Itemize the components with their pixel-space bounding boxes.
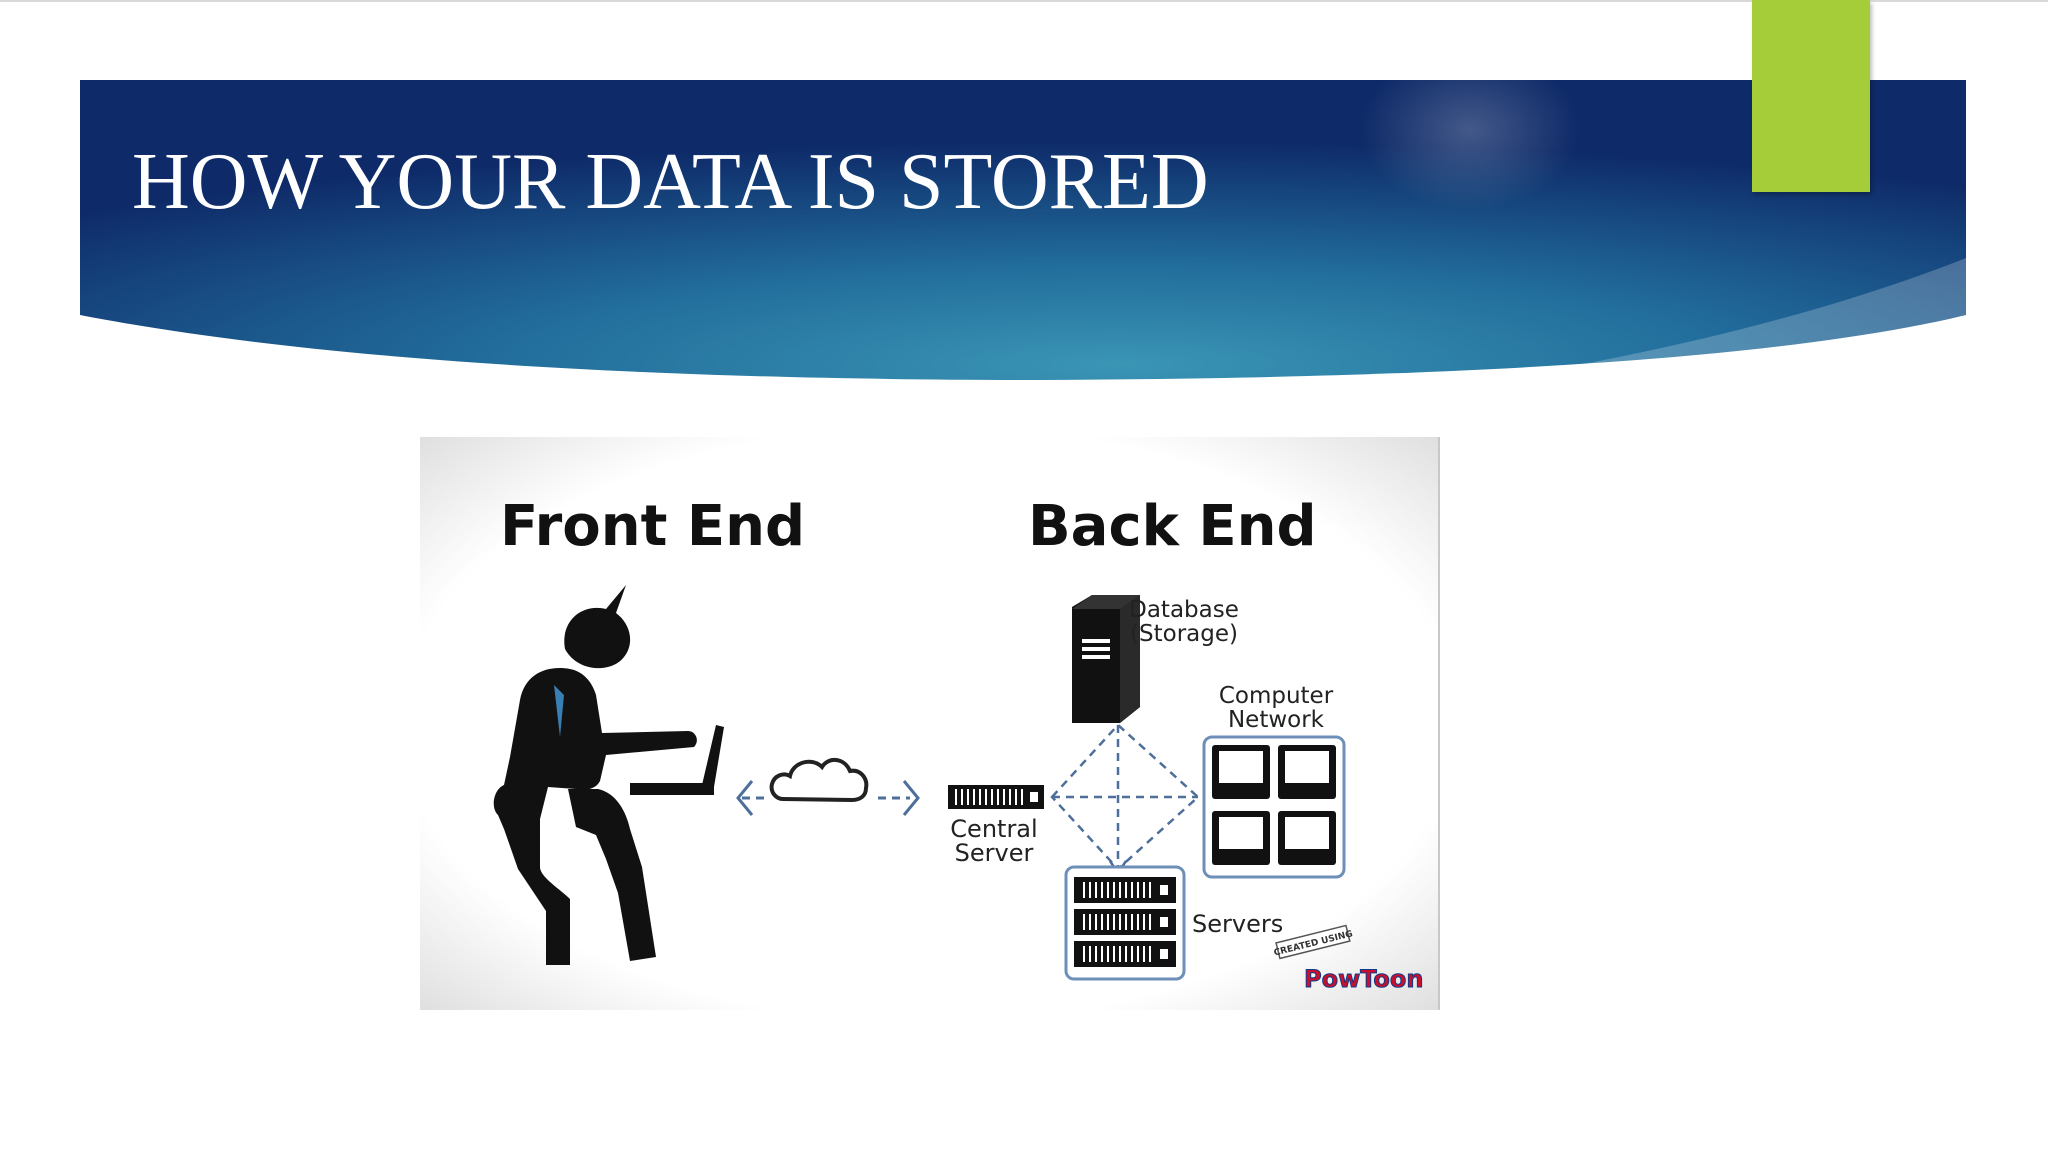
central-server-label-line1: Central: [950, 815, 1037, 843]
person-at-laptop-icon: [493, 585, 724, 965]
backend-connection-lines: [1050, 723, 1200, 871]
top-edge-line: [0, 0, 2048, 2]
arrow-left-icon: [736, 780, 754, 816]
front-back-end-diagram: Front End Back End: [420, 437, 1440, 1010]
computer-network-label-line1: Computer: [1219, 683, 1334, 709]
cloud-icon: [769, 758, 869, 803]
logo-wordmark: PowToon: [1304, 965, 1424, 993]
banner-glow: [1360, 50, 1580, 210]
servers-label: Servers: [1192, 910, 1283, 938]
central-server-label-line2: Server: [955, 839, 1034, 867]
title-banner: [80, 50, 1966, 380]
database-label-line2: (Storage): [1130, 621, 1238, 647]
database-label-line1: Database: [1129, 597, 1239, 623]
arrow-right-icon: [902, 780, 920, 816]
diagram-canvas: Front End Back End: [420, 437, 1438, 1010]
banner-swoosh: [1540, 258, 1966, 372]
banner-shape: [80, 80, 1966, 380]
central-server-icon: [948, 785, 1044, 809]
database-tower-icon: [1072, 595, 1140, 723]
computer-network-icon: [1202, 735, 1346, 879]
servers-rack-icon: [1064, 865, 1186, 981]
accent-bar: [1752, 0, 1870, 192]
network-connection-icons: [736, 758, 920, 816]
front-end-heading: Front End: [500, 494, 805, 559]
back-end-heading: Back End: [1028, 494, 1317, 559]
computer-network-label-line2: Network: [1228, 707, 1325, 733]
powtoon-logo: CREATED USING PowToon: [1273, 924, 1424, 994]
slide-title: HOW YOUR DATA IS STORED: [132, 138, 1209, 226]
